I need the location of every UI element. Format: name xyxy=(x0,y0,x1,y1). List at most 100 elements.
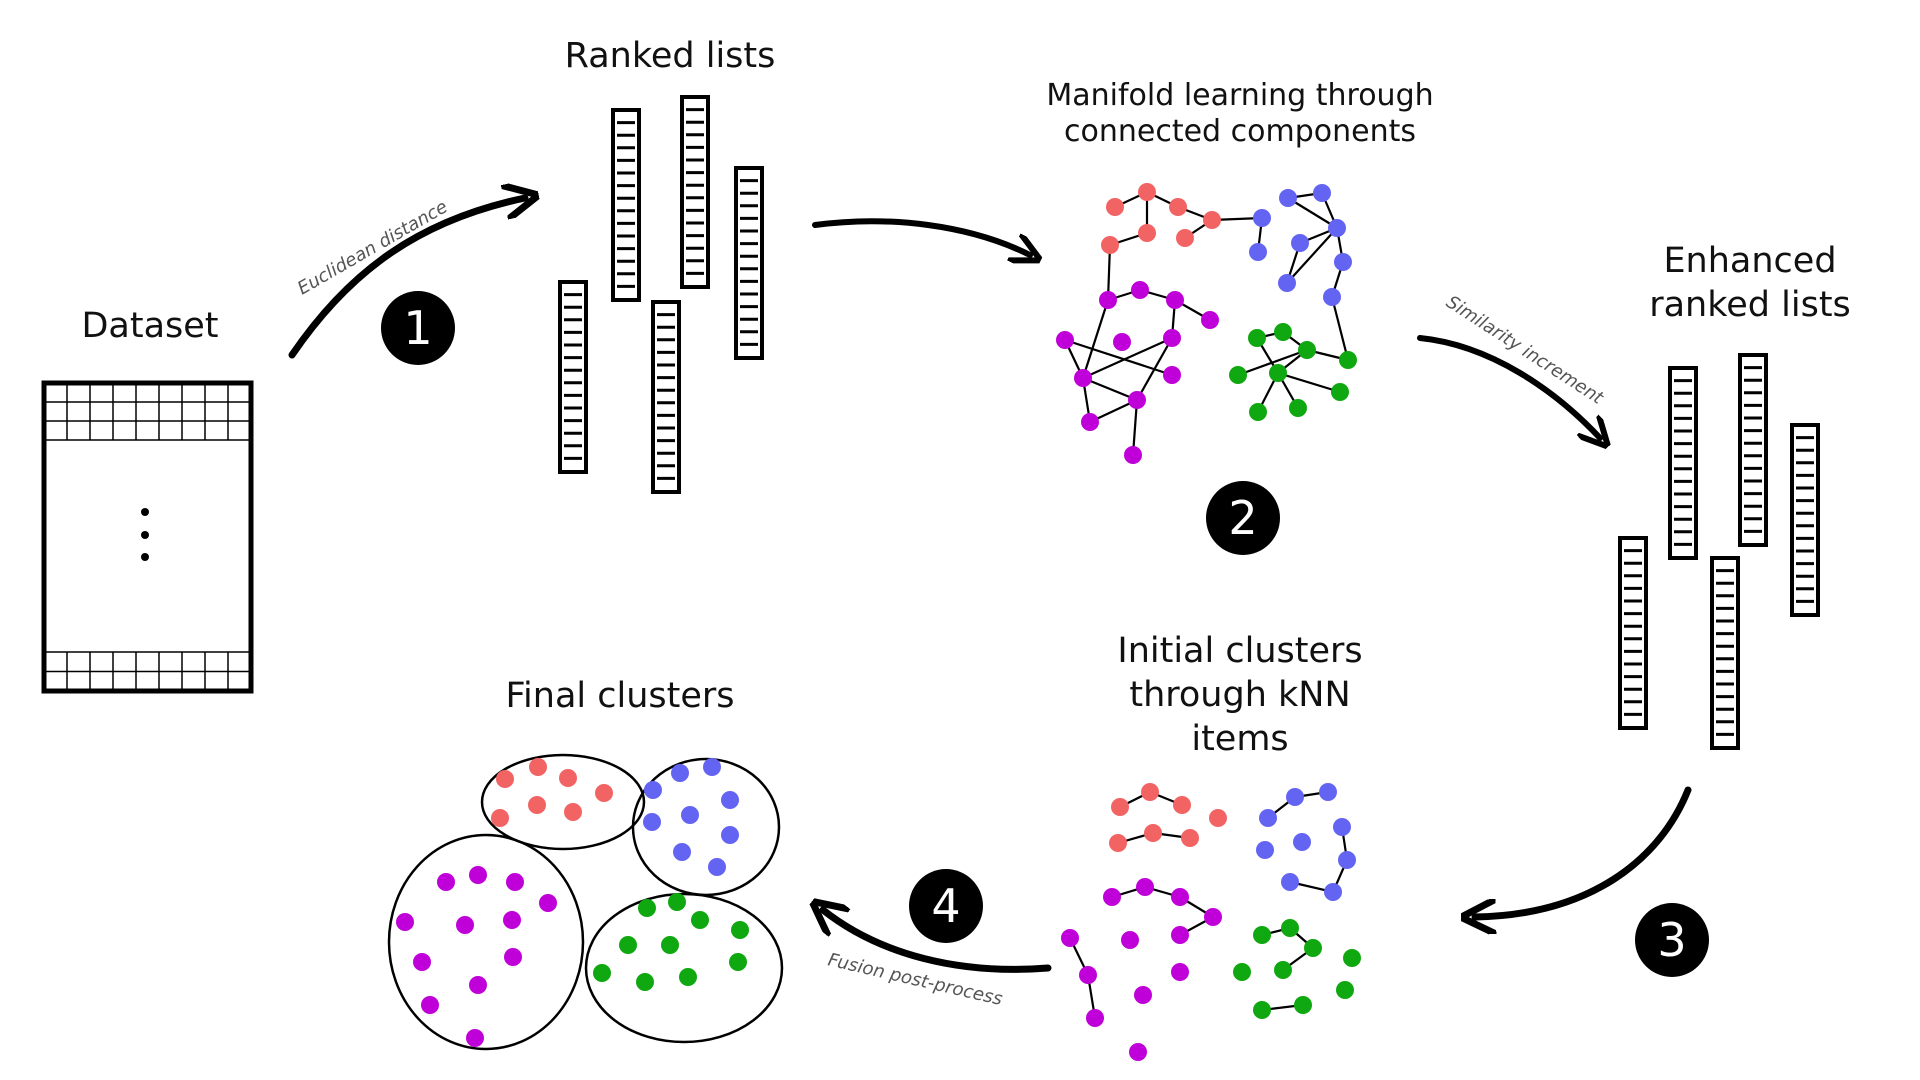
cluster-dot xyxy=(437,873,455,891)
list-column-frame xyxy=(651,300,681,494)
cluster-dot xyxy=(729,953,747,971)
knn-node xyxy=(1109,834,1127,852)
ranked-lists-group xyxy=(558,95,764,494)
dataset-title: Dataset xyxy=(81,306,219,346)
manifold-node xyxy=(1201,311,1219,329)
list-column-frame xyxy=(1668,366,1698,560)
knn-node xyxy=(1319,783,1337,801)
cluster-dot xyxy=(643,813,661,831)
cluster-dot xyxy=(679,968,697,986)
knn-node xyxy=(1171,926,1189,944)
cluster-ellipse-green xyxy=(584,892,784,1044)
manifold-node xyxy=(1203,211,1221,229)
cluster-dot xyxy=(671,764,689,782)
list-column-frame xyxy=(1618,536,1648,730)
manifold-node xyxy=(1106,198,1124,216)
manifold-node xyxy=(1323,288,1341,306)
cluster-dot xyxy=(708,858,726,876)
list-column xyxy=(651,300,681,494)
cluster-dot xyxy=(731,921,749,939)
cluster-dot xyxy=(413,953,431,971)
arrow-step1 xyxy=(288,198,525,359)
manifold-node xyxy=(1339,351,1357,369)
knn-node xyxy=(1129,1043,1147,1061)
list-column xyxy=(680,95,710,289)
manifold-node xyxy=(1249,403,1267,421)
manifold-node xyxy=(1056,331,1074,349)
cluster-dot xyxy=(703,758,721,776)
list-column-frame xyxy=(1790,423,1820,617)
manifold-node xyxy=(1138,183,1156,201)
manifold-node xyxy=(1248,329,1266,347)
manifold-node xyxy=(1313,184,1331,202)
final-cluster-dots xyxy=(396,758,749,1047)
knn-graph xyxy=(1061,783,1361,1061)
cluster-dot xyxy=(638,899,656,917)
enhanced-title: Enhanced ranked lists xyxy=(1600,240,1900,328)
manifold-edge xyxy=(1106,244,1112,301)
arrow-step2 xyxy=(1417,335,1600,438)
step-badge-2: 2 xyxy=(1206,481,1280,555)
manifold-edge xyxy=(1082,376,1138,402)
cluster-dot xyxy=(491,809,509,827)
knn-node xyxy=(1253,1001,1271,1019)
knn-node xyxy=(1134,986,1152,1004)
list-column-frame xyxy=(734,166,764,360)
knn-node xyxy=(1171,888,1189,906)
cluster-dot xyxy=(721,826,739,844)
cluster-dot xyxy=(691,911,709,929)
manifold-node xyxy=(1249,243,1267,261)
cluster-dot xyxy=(528,796,546,814)
step-number-4: 4 xyxy=(931,879,960,933)
manifold-node xyxy=(1131,281,1149,299)
manifold-node xyxy=(1328,219,1346,237)
dataset-grid xyxy=(44,382,251,692)
arrow-step4 xyxy=(823,910,1052,973)
manifold-node xyxy=(1163,329,1181,347)
knn-node xyxy=(1336,981,1354,999)
knn-node xyxy=(1281,919,1299,937)
manifold-edge xyxy=(1081,299,1110,379)
cluster-dot xyxy=(529,758,547,776)
manifold-node xyxy=(1124,446,1142,464)
list-column xyxy=(558,280,588,474)
manifold-node xyxy=(1169,198,1187,216)
knn-node xyxy=(1204,908,1222,926)
cluster-dot xyxy=(721,791,739,809)
manifold-edge xyxy=(1277,371,1341,394)
cluster-dot xyxy=(396,913,414,931)
list-column-frame xyxy=(680,95,710,289)
cluster-dot xyxy=(466,1029,484,1047)
cluster-dot xyxy=(661,936,679,954)
knn-node xyxy=(1333,818,1351,836)
manifold-node xyxy=(1279,189,1297,207)
manifold-graph xyxy=(1056,183,1357,464)
manifold-node xyxy=(1128,391,1146,409)
cluster-dot xyxy=(469,866,487,884)
cluster-dot xyxy=(503,911,521,929)
cluster-dot xyxy=(668,893,686,911)
step-number-1: 1 xyxy=(403,301,432,355)
list-column xyxy=(1710,556,1740,750)
manifold-node xyxy=(1081,413,1099,431)
manifold-node xyxy=(1298,341,1316,359)
list-column xyxy=(1790,423,1820,617)
cluster-dot xyxy=(593,964,611,982)
initial-title-line3: items xyxy=(1191,718,1289,759)
knn-node xyxy=(1274,961,1292,979)
step-number-2: 2 xyxy=(1228,491,1257,545)
ranked-lists-title: Ranked lists xyxy=(564,36,776,76)
final-clusters-group xyxy=(387,753,784,1051)
enhanced-lists-group xyxy=(1618,353,1820,750)
cluster-dot xyxy=(595,784,613,802)
knn-node xyxy=(1259,809,1277,827)
manifold-node xyxy=(1289,399,1307,417)
manifold-title: Manifold learning through connected comp… xyxy=(1000,78,1480,150)
manifold-node xyxy=(1278,274,1296,292)
initial-clusters-title: Initial clusters through kNN items xyxy=(1080,630,1400,761)
knn-node xyxy=(1079,966,1097,984)
enhanced-title-line2: ranked lists xyxy=(1649,284,1851,325)
knn-node xyxy=(1173,796,1191,814)
